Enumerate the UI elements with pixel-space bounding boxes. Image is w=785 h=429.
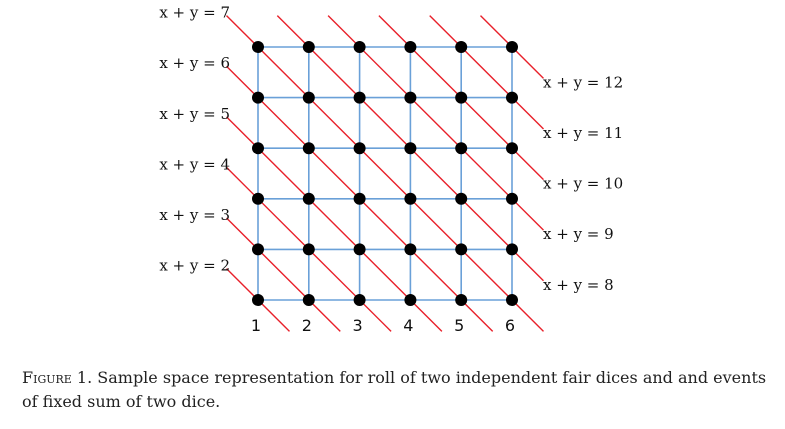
sample-point <box>506 41 518 53</box>
sample-point <box>404 142 417 155</box>
sum-label-4: x + y = 4 <box>159 155 230 173</box>
x-tick-label: 2 <box>302 316 312 335</box>
sample-point <box>404 243 417 256</box>
sample-point <box>404 192 417 205</box>
sample-point <box>353 142 366 155</box>
sample-point <box>302 243 315 256</box>
sample-point <box>506 192 518 205</box>
x-tick-label: 3 <box>353 316 363 335</box>
sum-lines <box>226 15 544 332</box>
x-tick-label: 1 <box>251 316 261 335</box>
sample-point <box>455 142 468 155</box>
sample-point <box>506 243 518 256</box>
x-tick-label: 4 <box>403 316 413 335</box>
sample-point <box>252 41 264 53</box>
sum-line-11 <box>429 15 544 130</box>
sample-point <box>252 142 264 155</box>
sample-point <box>252 243 264 256</box>
sample-point <box>404 91 417 104</box>
grid-lines <box>257 46 513 301</box>
sample-point <box>353 243 366 256</box>
sum-label-9: x + y = 9 <box>543 225 614 243</box>
sample-points <box>252 41 518 306</box>
sum-label-6: x + y = 6 <box>159 54 230 72</box>
sample-point <box>506 294 518 306</box>
sum-label-2: x + y = 2 <box>159 257 230 275</box>
sum-line-9 <box>327 15 544 231</box>
sample-point <box>252 192 264 205</box>
sum-line-3 <box>226 217 341 332</box>
left-sum-labels: x + y = 7 x + y = 6 x + y = 5 x + y = 4 x + … <box>159 4 230 275</box>
figure-caption: Figure 1. Sample space representation fo… <box>22 366 767 414</box>
sample-point <box>506 142 518 155</box>
sample-point <box>353 91 366 104</box>
right-sum-labels: x + y = 12 x + y = 11 x + y = 10 x + y = 9 x… <box>543 73 623 293</box>
x-axis-ticks: 1 2 3 4 5 6 <box>251 316 515 335</box>
sum-label-10: x + y = 10 <box>543 175 623 193</box>
sample-point <box>455 294 468 306</box>
sum-label-3: x + y = 3 <box>159 206 230 224</box>
caption-lead: Figure 1. <box>22 368 93 387</box>
sum-label-12: x + y = 12 <box>543 73 623 91</box>
sample-point <box>455 243 468 256</box>
caption-text: Sample space representation for roll of … <box>22 368 767 411</box>
sample-point <box>455 41 468 53</box>
sample-point <box>404 41 417 53</box>
sample-point <box>302 142 315 155</box>
sum-label-7: x + y = 7 <box>159 4 230 22</box>
sample-point <box>302 41 315 53</box>
sample-point <box>353 192 366 205</box>
sample-point <box>302 294 315 306</box>
sample-point <box>455 192 468 205</box>
sample-point <box>252 91 264 104</box>
sample-point <box>353 41 366 53</box>
sum-line-7 <box>226 15 544 332</box>
x-tick-label: 6 <box>505 316 515 335</box>
sample-point <box>455 91 468 104</box>
x-tick-label: 5 <box>454 316 464 335</box>
sum-line-5 <box>226 116 443 332</box>
sum-label-8: x + y = 8 <box>543 276 614 294</box>
sum-label-5: x + y = 5 <box>159 105 230 123</box>
sample-point <box>302 91 315 104</box>
sample-point <box>404 294 417 306</box>
sample-point <box>252 294 264 306</box>
sum-label-11: x + y = 11 <box>543 124 623 142</box>
sample-point <box>353 294 366 306</box>
sample-point <box>506 91 518 104</box>
sample-point <box>302 192 315 205</box>
